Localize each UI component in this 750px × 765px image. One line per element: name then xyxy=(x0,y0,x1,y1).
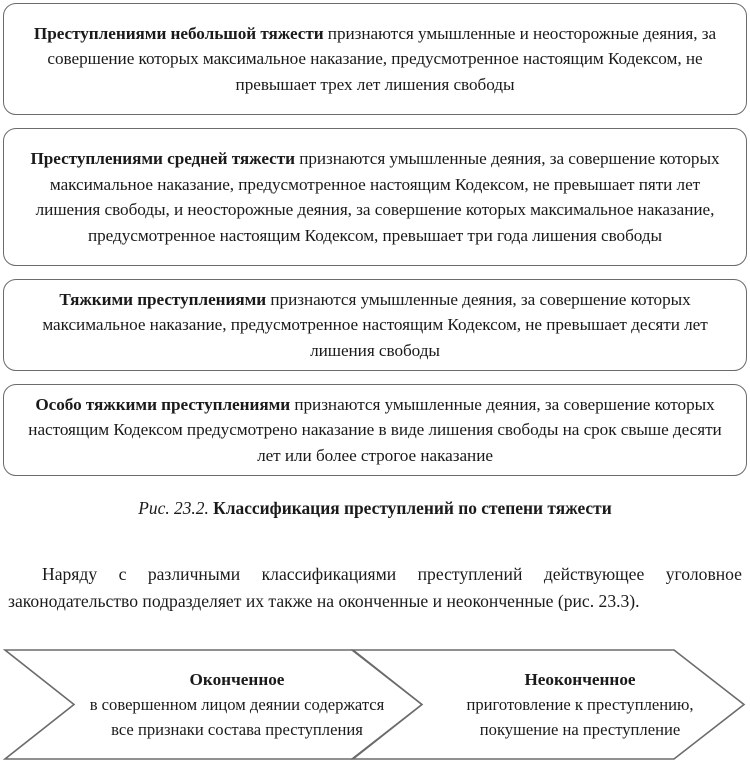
definition-text: Особо тяжкими преступлениями признаются … xyxy=(18,392,732,469)
definition-rest: признаются умышленные деяния, за соверше… xyxy=(35,149,720,245)
definition-rest: признаются умышленные деяния, за соверше… xyxy=(28,394,722,465)
figure-title: Классификация преступлений по степени тя… xyxy=(213,498,612,518)
chevron-text-block: Неоконченное приготовление к преступле­н… xyxy=(430,648,730,761)
figure-caption: Рис. 23.2. Классификация преступлений по… xyxy=(0,496,750,520)
definition-text: Преступлениями средней тяжести признаютс… xyxy=(18,146,732,248)
chevron-shape-icon xyxy=(350,649,746,760)
definition-text: Тяжкими преступлениями признаются умышле… xyxy=(18,287,732,364)
chevron-incompleted-crime: Неоконченное приготовление к преступле­н… xyxy=(350,648,746,761)
chevron-body: в совершенном лицом дея­нии содержатся в… xyxy=(89,695,385,739)
chevron-text-block: Оконченное в совершенном лицом дея­нии с… xyxy=(82,648,392,761)
definition-box-especially-grave-crimes: Особо тяжкими преступлениями признаются … xyxy=(3,384,747,476)
chevron-diagram: Оконченное в совершенном лицом дея­нии с… xyxy=(0,648,750,765)
definition-lead: Преступлениями небольшой тяжести xyxy=(33,23,324,43)
definition-box-medium-gravity-crimes: Преступлениями средней тяжести признаютс… xyxy=(3,128,747,266)
chevron-title: Неоконченное xyxy=(524,670,636,689)
figure-number: Рис. 23.2. xyxy=(138,498,209,518)
definition-rest: признаются умышленные и неосторожные дея… xyxy=(47,23,717,94)
chevron-body: приготовление к преступле­нию, покушение… xyxy=(466,695,694,739)
definition-box-grave-crimes: Тяжкими преступлениями признаются умышле… xyxy=(3,279,747,371)
chevron-title: Оконченное xyxy=(189,670,285,689)
definition-lead: Особо тяжкими преступлениями xyxy=(35,394,291,414)
definition-lead: Преступлениями средней тяжести xyxy=(30,149,295,168)
definition-rest: признаются умышленные деяния, за соверше… xyxy=(42,289,708,360)
definition-box-minor-gravity-crimes: Преступлениями небольшой тяжести признаю… xyxy=(3,3,747,115)
chevron-completed-crime: Оконченное в совершенном лицом дея­нии с… xyxy=(2,648,424,761)
definition-lead: Тяжкими преступлениями xyxy=(59,289,267,309)
body-paragraph: Наряду с различными классификациями прес… xyxy=(8,563,742,612)
definition-text: Преступлениями небольшой тяжести признаю… xyxy=(18,21,732,98)
